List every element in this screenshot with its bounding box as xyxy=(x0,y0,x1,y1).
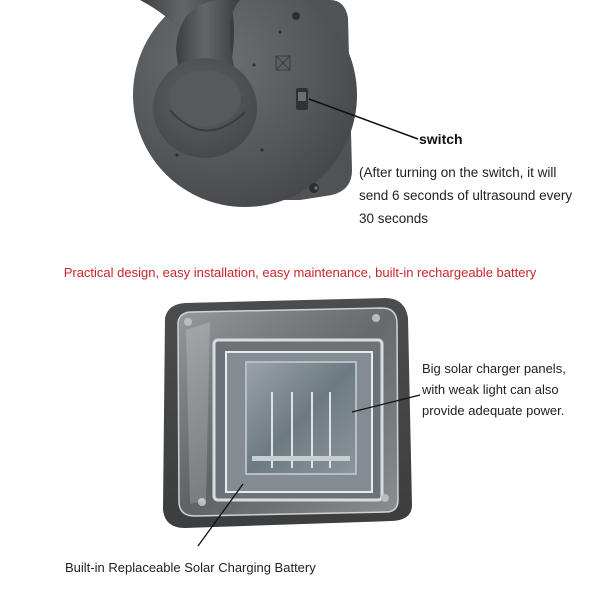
switch-label: switch xyxy=(419,131,463,147)
switch-description: (After turning on the switch, it will se… xyxy=(359,165,573,226)
device-top-photo xyxy=(133,0,419,207)
solar-box-photo xyxy=(163,298,421,547)
battery-label: Built-in Replaceable Solar Charging Batt… xyxy=(65,560,316,575)
product-tagline: Practical design, easy installation, eas… xyxy=(63,265,537,280)
solar-panel-description: Big solar charger panels, with weak ligh… xyxy=(422,361,566,418)
